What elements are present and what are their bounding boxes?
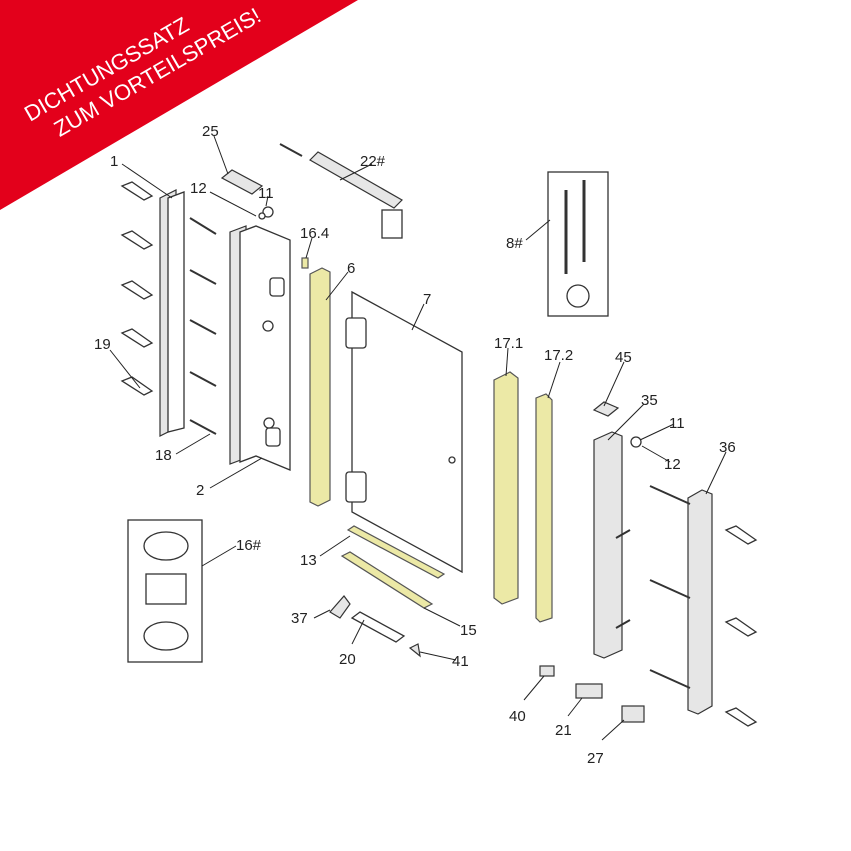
part-labels: 1 25 12 11 22# 16.4 6 8# 7 19 17.1 17.2 … xyxy=(94,123,736,767)
seal-15 xyxy=(340,551,434,609)
label-25: 25 xyxy=(202,123,219,140)
wall-plugs-36 xyxy=(724,525,758,727)
part-20 xyxy=(350,611,406,643)
label-20: 20 xyxy=(339,651,356,668)
promo-banner: DICHTUNGSSATZ ZUM VORTEILSPREIS! xyxy=(0,0,358,210)
screws-35 xyxy=(615,529,631,629)
label-45: 45 xyxy=(615,349,632,366)
label-12a: 12 xyxy=(190,180,207,197)
label-36: 36 xyxy=(719,439,736,456)
label-17-2: 17.2 xyxy=(544,347,573,364)
banner-background xyxy=(0,0,358,210)
part-27 xyxy=(621,705,645,723)
label-40: 40 xyxy=(509,708,526,725)
label-2: 2 xyxy=(196,482,204,499)
part-21 xyxy=(575,683,603,699)
label-1: 1 xyxy=(110,153,118,170)
label-21: 21 xyxy=(555,722,572,739)
label-16: 16# xyxy=(236,537,262,554)
label-17-1: 17.1 xyxy=(494,335,523,352)
label-11a: 11 xyxy=(258,185,274,202)
part-40 xyxy=(539,665,555,677)
label-16-4: 16.4 xyxy=(300,225,329,242)
label-15: 15 xyxy=(460,622,477,639)
washer-11 xyxy=(262,206,274,218)
screws-36 xyxy=(649,485,691,689)
wall-profile-36 xyxy=(687,489,713,715)
end-cap-25 xyxy=(220,169,264,195)
label-18: 18 xyxy=(155,447,172,464)
label-11b: 11 xyxy=(669,415,685,432)
seal-17-1 xyxy=(493,371,519,605)
stabilizer-bar-22 xyxy=(279,143,403,239)
screw-12 xyxy=(258,212,266,220)
seal-13 xyxy=(346,525,446,579)
seal-16-4 xyxy=(301,257,309,269)
label-7: 7 xyxy=(423,291,431,308)
label-41: 41 xyxy=(452,653,469,670)
handle-box-8 xyxy=(547,171,609,317)
wall-profile-1 xyxy=(159,189,185,437)
screws-18 xyxy=(189,217,217,435)
label-27: 27 xyxy=(587,750,604,767)
end-cap-45 xyxy=(592,401,620,417)
seal-17-2 xyxy=(535,393,553,623)
washer-11b xyxy=(630,436,642,448)
wall-plugs-19 xyxy=(120,181,154,396)
label-6: 6 xyxy=(347,260,355,277)
hinge-box-16 xyxy=(127,519,203,663)
label-8: 8# xyxy=(506,235,523,252)
leader-lines xyxy=(109,135,727,741)
hinge-profile-2 xyxy=(229,225,291,471)
part-41 xyxy=(408,643,421,658)
label-12b: 12 xyxy=(664,456,681,473)
label-37: 37 xyxy=(291,610,308,627)
profile-35 xyxy=(593,431,623,659)
label-13: 13 xyxy=(300,552,317,569)
label-35: 35 xyxy=(641,392,658,409)
label-22: 22# xyxy=(360,153,386,170)
part-37 xyxy=(329,595,351,619)
label-19: 19 xyxy=(94,336,111,353)
glass-door-7 xyxy=(345,290,463,574)
seal-6 xyxy=(309,267,331,507)
